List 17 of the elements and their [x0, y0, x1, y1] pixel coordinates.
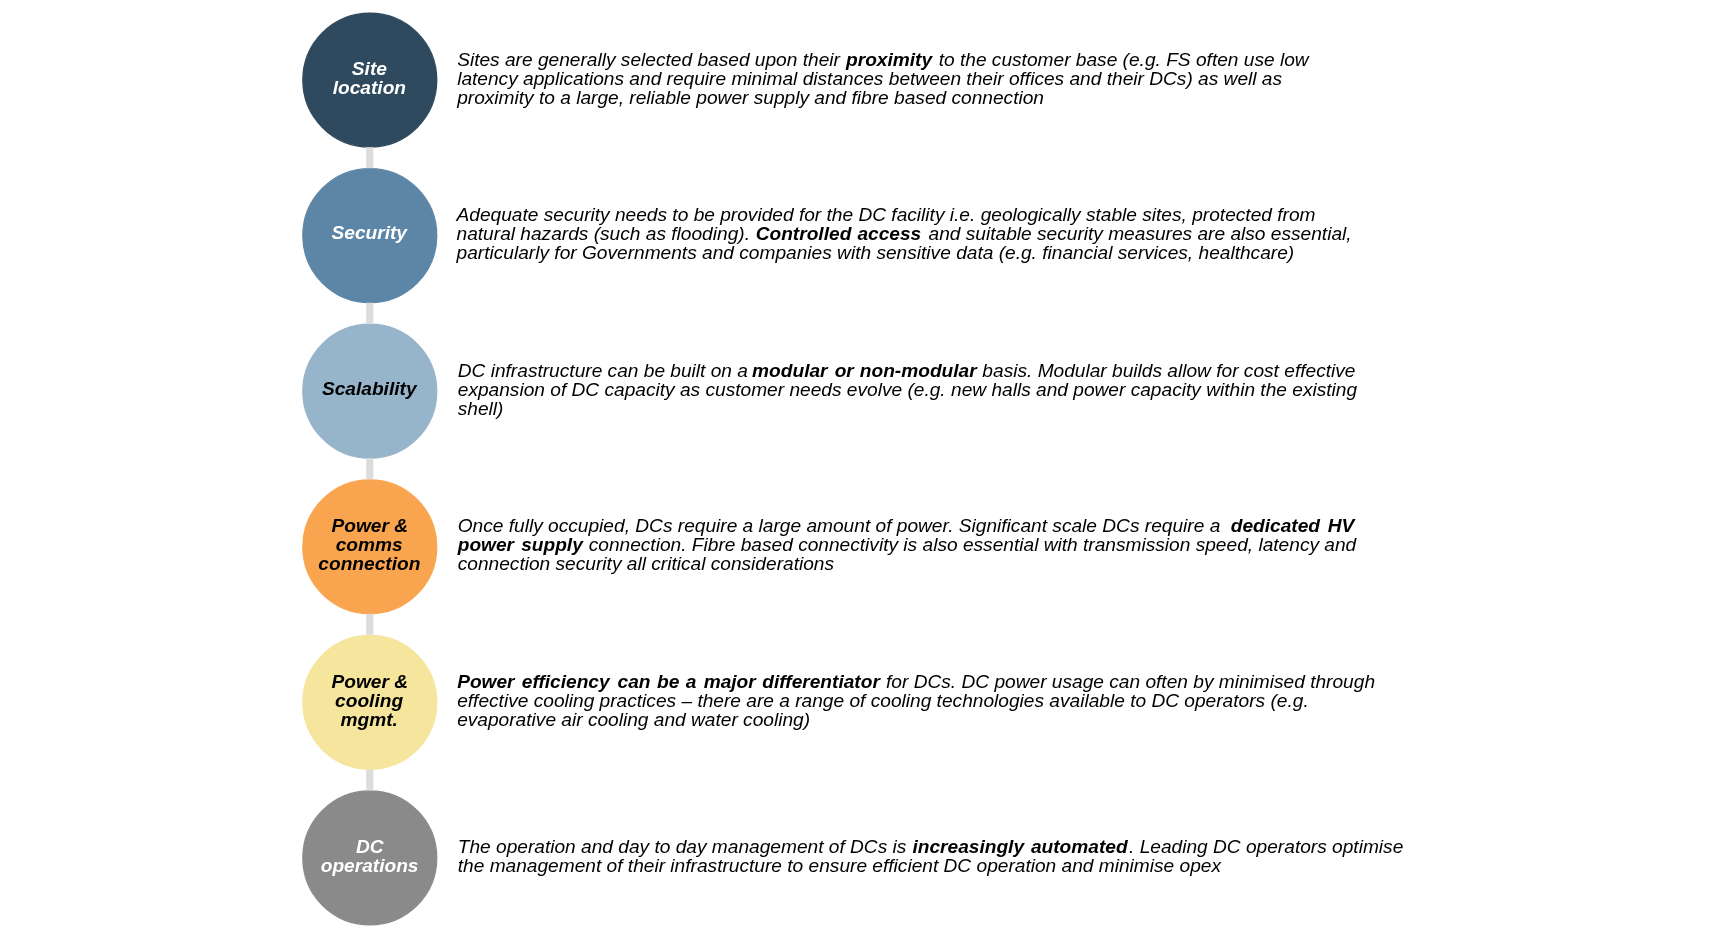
- connector: [365, 769, 373, 791]
- connector: [365, 613, 373, 635]
- node-label: Power efficiency can be a major differentiator for DCs. DC power usage can often by minimised through effective cooling practices – there are a range of cooling technologies available to DC operators (e.g. evaporative air cooling and water cooling): [456, 670, 1375, 731]
- node-circle: DC operations: [301, 790, 437, 926]
- connector: [365, 458, 373, 480]
- node-circle: Security: [301, 168, 437, 304]
- connector: [365, 302, 373, 324]
- node-label: DC infrastructure can be built on a modular or non-modular basis. Modular builds allow for cost effective expansion of DC capacity as customer needs evolve (e.g. new halls and power capacity within the existing shell): [457, 359, 1357, 419]
- node-label: The operation and day to day management of DCs is increasingly automated. Leading DC operators optimise the management of their infrastructure to ensure efficient DC operation and minimise opex: [457, 835, 1403, 877]
- node-circle: Power & cooling mgmt.: [301, 634, 437, 770]
- node-circle: Site location: [301, 12, 437, 148]
- node-circle: Power & comms connection: [301, 479, 437, 615]
- node-label: Sites are generally selected based upon their proximity to the customer base (e.g. FS often use low latency applications and require minimal distances between their offices and their DCs) as well as proximity to a large, reliable power supply and fibre based connection: [456, 48, 1309, 108]
- node-label: Adequate security needs to be provided for the DC facility i.e. geologically stable sites, protected from natural hazards (such as flooding). Controlled access and suitable security measures are also essential, particularly for Governments and companies with sensitive data (e.g. financial services, healthcare): [456, 204, 1352, 264]
- connector: [365, 147, 373, 169]
- node-label: Once fully occupied, DCs require a large amount of power. Significant scale DCs require a dedicated HV power supply connection. Fibre based connectivity is also essential with transmission speed, latency and connection security all critical considerations: [457, 515, 1356, 575]
- node-circle: Scalability: [301, 323, 437, 459]
